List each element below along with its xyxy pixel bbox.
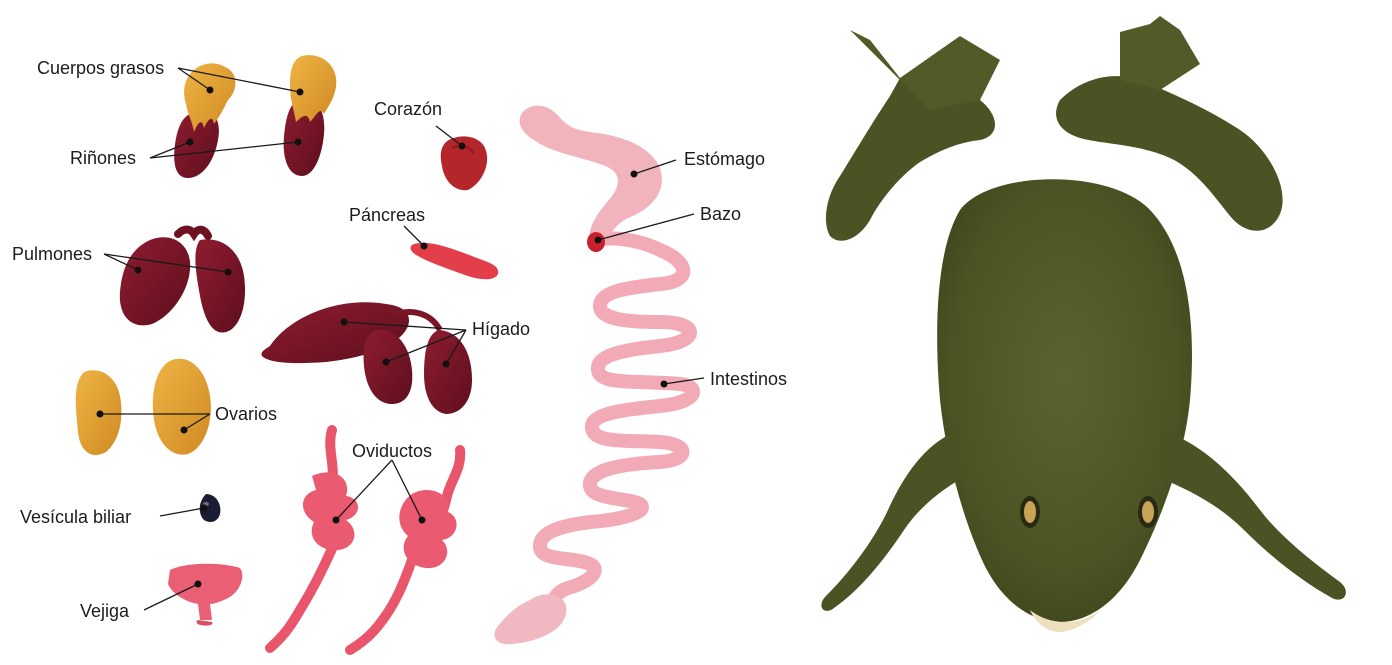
- label-vejiga: Vejiga: [80, 602, 129, 620]
- label-estomago: Estómago: [684, 150, 765, 168]
- bladder: [168, 564, 242, 626]
- stomach: [520, 106, 662, 245]
- label-ovarios: Ovarios: [215, 405, 277, 423]
- label-pulmones: Pulmones: [12, 245, 92, 263]
- label-bazo: Bazo: [700, 205, 741, 223]
- label-vesicula-biliar: Vesícula biliar: [20, 508, 131, 526]
- label-rinones: Riñones: [70, 149, 136, 167]
- frog-model: [821, 16, 1346, 632]
- label-oviductos: Oviductos: [352, 442, 432, 460]
- label-higado: Hígado: [472, 320, 530, 338]
- oviducts: [270, 430, 460, 650]
- label-corazon: Corazón: [374, 100, 442, 118]
- lungs: [120, 230, 245, 333]
- ovary-right: [153, 359, 211, 455]
- label-pancreas: Páncreas: [349, 206, 425, 224]
- intestine: [494, 238, 693, 644]
- label-cuerpos-grasos: Cuerpos grasos: [37, 59, 164, 77]
- label-intestinos: Intestinos: [710, 370, 787, 388]
- liver: [261, 302, 472, 414]
- fat-body-right: [290, 55, 336, 122]
